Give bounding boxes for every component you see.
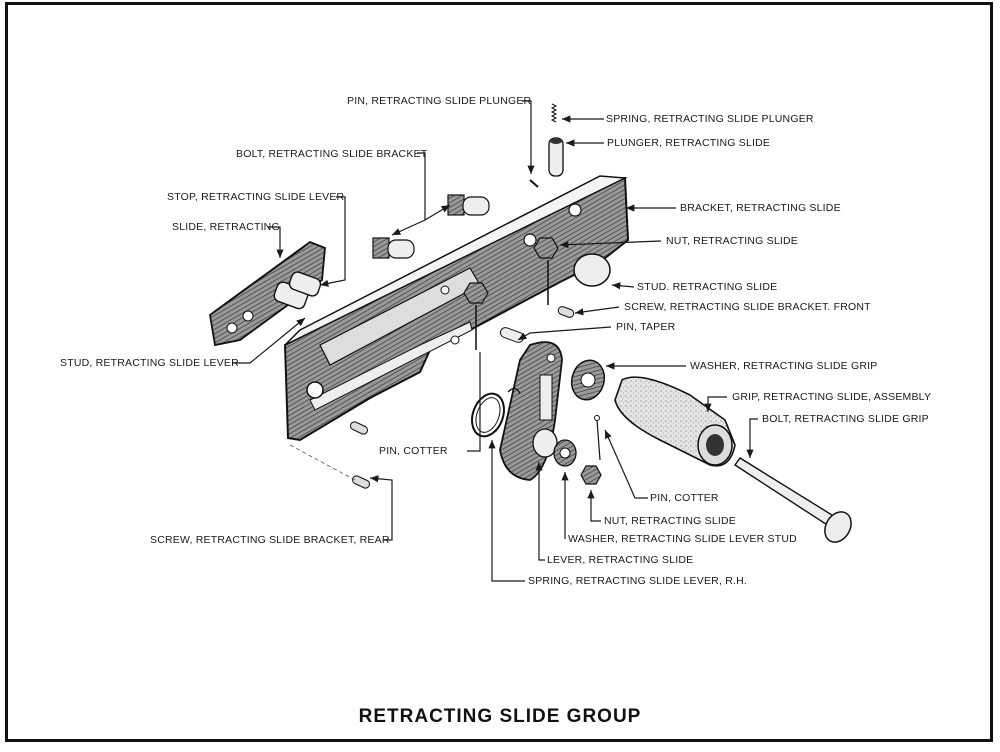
page-border xyxy=(5,2,993,742)
grip-part xyxy=(614,376,736,467)
callout-lever: LEVER, RETRACTING SLIDE xyxy=(547,554,694,566)
callout-stud: STUD. RETRACTING SLIDE xyxy=(637,281,778,293)
callout-pin-cotter-right: PIN, COTTER xyxy=(650,492,719,504)
callout-spring-plunger: SPRING, RETRACTING SLIDE PLUNGER xyxy=(606,113,814,125)
callout-bracket: BRACKET, RETRACTING SLIDE xyxy=(680,202,841,214)
callout-pin-plunger: PIN, RETRACTING SLIDE PLUNGER xyxy=(347,95,532,107)
bracket-bolts xyxy=(372,194,490,259)
callout-bolt-grip: BOLT, RETRACTING SLIDE GRIP xyxy=(762,413,929,425)
callout-stud-lever: STUD, RETRACTING SLIDE LEVER xyxy=(60,357,239,369)
slide-part xyxy=(209,240,326,347)
callout-slide: SLIDE, RETRACTING xyxy=(172,221,280,233)
callout-screw-rear: SCREW, RETRACTING SLIDE BRACKET, REAR xyxy=(150,534,390,546)
callout-washer-lever-stud: WASHER, RETRACTING SLIDE LEVER STUD xyxy=(568,533,797,545)
nut-and-stud xyxy=(463,237,611,350)
grip-bolt xyxy=(734,457,852,543)
callout-pin-cotter-left: PIN, COTTER xyxy=(379,445,448,457)
diagram-title: RETRACTING SLIDE GROUP xyxy=(358,706,642,727)
callout-nut-upper: NUT, RETRACTING SLIDE xyxy=(666,235,798,247)
callout-bolt-bracket: BOLT, RETRACTING SLIDE BRACKET xyxy=(236,148,428,160)
callout-grip-assembly: GRIP, RETRACTING SLIDE, ASSEMBLY xyxy=(732,391,932,403)
bracket-part xyxy=(283,175,630,442)
washers-and-nut xyxy=(553,359,606,485)
callout-nut-lower: NUT, RETRACTING SLIDE xyxy=(604,515,736,527)
callout-washer-grip: WASHER, RETRACTING SLIDE GRIP xyxy=(690,360,878,372)
callout-pin-taper: PIN, TAPER xyxy=(616,321,676,333)
plunger-parts xyxy=(529,103,564,188)
callout-screw-front: SCREW, RETRACTING SLIDE BRACKET. FRONT xyxy=(624,301,871,313)
callout-plunger: PLUNGER, RETRACTING SLIDE xyxy=(607,137,771,149)
callout-stop-lever: STOP, RETRACTING SLIDE LEVER xyxy=(167,191,345,203)
rear-screws xyxy=(289,421,371,489)
lever-part xyxy=(499,341,563,481)
callout-spring-lever: SPRING, RETRACTING SLIDE LEVER, R.H. xyxy=(528,575,747,587)
leader-lines xyxy=(232,100,758,582)
